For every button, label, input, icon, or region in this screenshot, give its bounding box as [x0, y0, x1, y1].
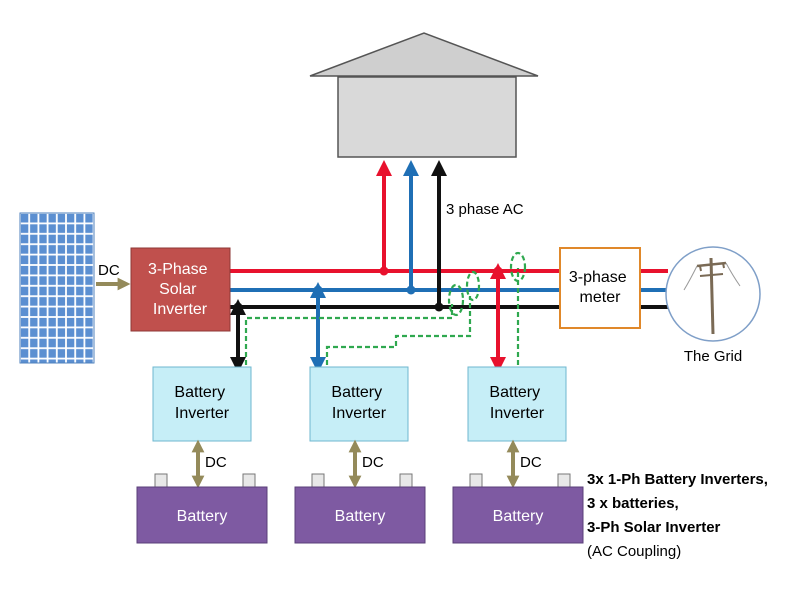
- battery-1: Battery: [136, 473, 268, 544]
- solar-inverter: 3-Phase Solar Inverter: [130, 247, 231, 332]
- battery-inverter-3: Battery Inverter: [467, 366, 567, 442]
- junction-dot: [406, 285, 416, 295]
- solar-inverter-line2: Solar: [159, 281, 197, 298]
- solar-inverter-label: 3-Phase Solar Inverter: [148, 261, 212, 318]
- solar-inverter-line1: 3-Phase: [148, 261, 208, 278]
- three-phase-ac-label: 3 phase AC: [446, 201, 524, 218]
- battery-inverter-line2: Inverter: [332, 405, 387, 422]
- solar-inverter-line3: Inverter: [153, 301, 208, 318]
- comm-dashed-lines: [244, 251, 527, 365]
- junction-dot: [434, 302, 444, 312]
- caption: 3x 1-Ph Battery Inverters, 3 x batteries…: [587, 471, 768, 560]
- battery-inverter-line1: Battery: [489, 384, 540, 401]
- battery-inverter-line1: Battery: [331, 384, 382, 401]
- caption-line-3: 3-Ph Solar Inverter: [587, 519, 721, 536]
- dc-label-battery-3: DC: [520, 454, 542, 471]
- caption-line-1: 3x 1-Ph Battery Inverters,: [587, 471, 768, 488]
- junction-dot: [379, 266, 389, 276]
- junction-dot: [313, 285, 323, 295]
- battery-inverter-2: Battery Inverter: [309, 366, 409, 442]
- battery-2: Battery: [294, 473, 426, 544]
- battery-inverter-line2: Inverter: [490, 405, 545, 422]
- meter-line1: 3-phase: [569, 269, 627, 286]
- meter-label: 3-phase meter: [569, 269, 631, 306]
- battery-label: Battery: [493, 508, 544, 525]
- house-icon: [309, 32, 539, 158]
- caption-line-4: (AC Coupling): [587, 543, 681, 560]
- dc-label-panel: DC: [98, 262, 120, 279]
- three-phase-meter: 3-phase meter: [559, 247, 641, 329]
- battery-inverter-label: Battery Inverter: [331, 384, 386, 422]
- dc-label-battery-1: DC: [205, 454, 227, 471]
- grid-label: The Grid: [684, 348, 742, 365]
- battery-inverter-label: Battery Inverter: [174, 384, 229, 422]
- junction-dot: [233, 302, 243, 312]
- battery-label: Battery: [335, 508, 386, 525]
- solar-panel-icon: [19, 212, 95, 364]
- junction-dot: [493, 266, 503, 276]
- dc-label-battery-2: DC: [362, 454, 384, 471]
- battery-inverter-line1: Battery: [174, 384, 225, 401]
- utility-pole-icon: [665, 246, 761, 342]
- meter-line2: meter: [580, 289, 622, 306]
- battery-inverter-label: Battery Inverter: [489, 384, 544, 422]
- battery-3: Battery: [452, 473, 584, 544]
- battery-inverter-line2: Inverter: [175, 405, 230, 422]
- battery-label: Battery: [177, 508, 228, 525]
- battery-inverter-1: Battery Inverter: [152, 366, 252, 442]
- caption-line-2: 3 x batteries,: [587, 495, 679, 512]
